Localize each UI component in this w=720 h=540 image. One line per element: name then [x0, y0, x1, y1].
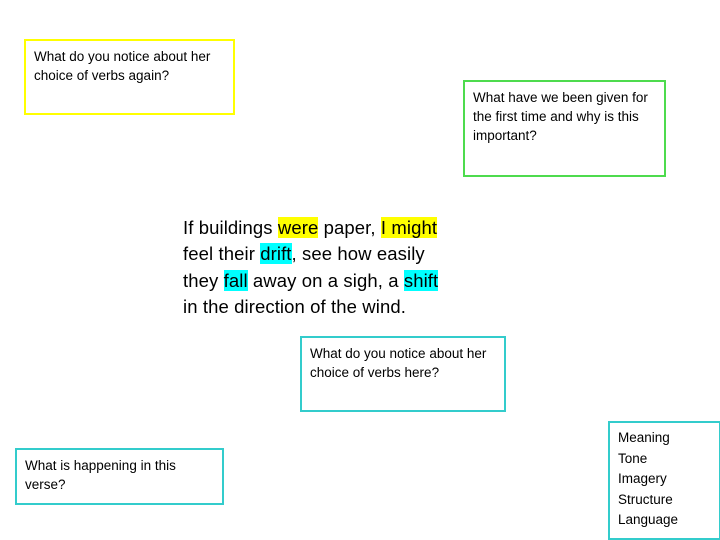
callout-verbs-again: What do you notice about her choice of v…	[24, 39, 235, 115]
callout-literary-terms: Meaning Tone Imagery Structure Language	[608, 421, 720, 540]
poem-line-2: feel their drift, see how easily	[183, 241, 483, 267]
callout-happening: What is happening in this verse?	[15, 448, 224, 505]
poem-run: feel their	[183, 243, 261, 265]
poem-run: If buildings	[183, 217, 278, 238]
poem-run: , see how easily	[291, 243, 425, 265]
poem-line-3: they fall away on a sigh, a shift	[183, 268, 483, 294]
poem-run: away on a sigh, a	[247, 269, 404, 291]
poem-run-highlighted: were	[277, 217, 319, 238]
term-item: Language	[618, 512, 679, 528]
callout-verbs-here: What do you notice about her choice of v…	[300, 336, 506, 412]
term-item: Imagery	[618, 471, 667, 487]
poem-run: in the direction of the wind.	[183, 295, 406, 317]
term-item: Structure	[618, 491, 673, 507]
poem-run: paper,	[318, 217, 381, 238]
poem-run: they	[183, 269, 224, 291]
poem-run-highlighted: drift	[260, 243, 292, 265]
term-item: Meaning	[618, 430, 670, 445]
poem-run-highlighted: fall	[223, 269, 248, 291]
callout-first-time: What have we been given for the first ti…	[463, 80, 666, 177]
poem-text-block: If buildings were paper, I might feel th…	[183, 215, 483, 320]
poem-run-highlighted: I might	[380, 217, 438, 238]
poem-line-4: in the direction of the wind.	[183, 294, 483, 320]
poem-line-1: If buildings were paper, I might	[183, 215, 483, 241]
poem-run-highlighted: shift	[403, 269, 439, 291]
term-item: Tone	[618, 450, 648, 466]
